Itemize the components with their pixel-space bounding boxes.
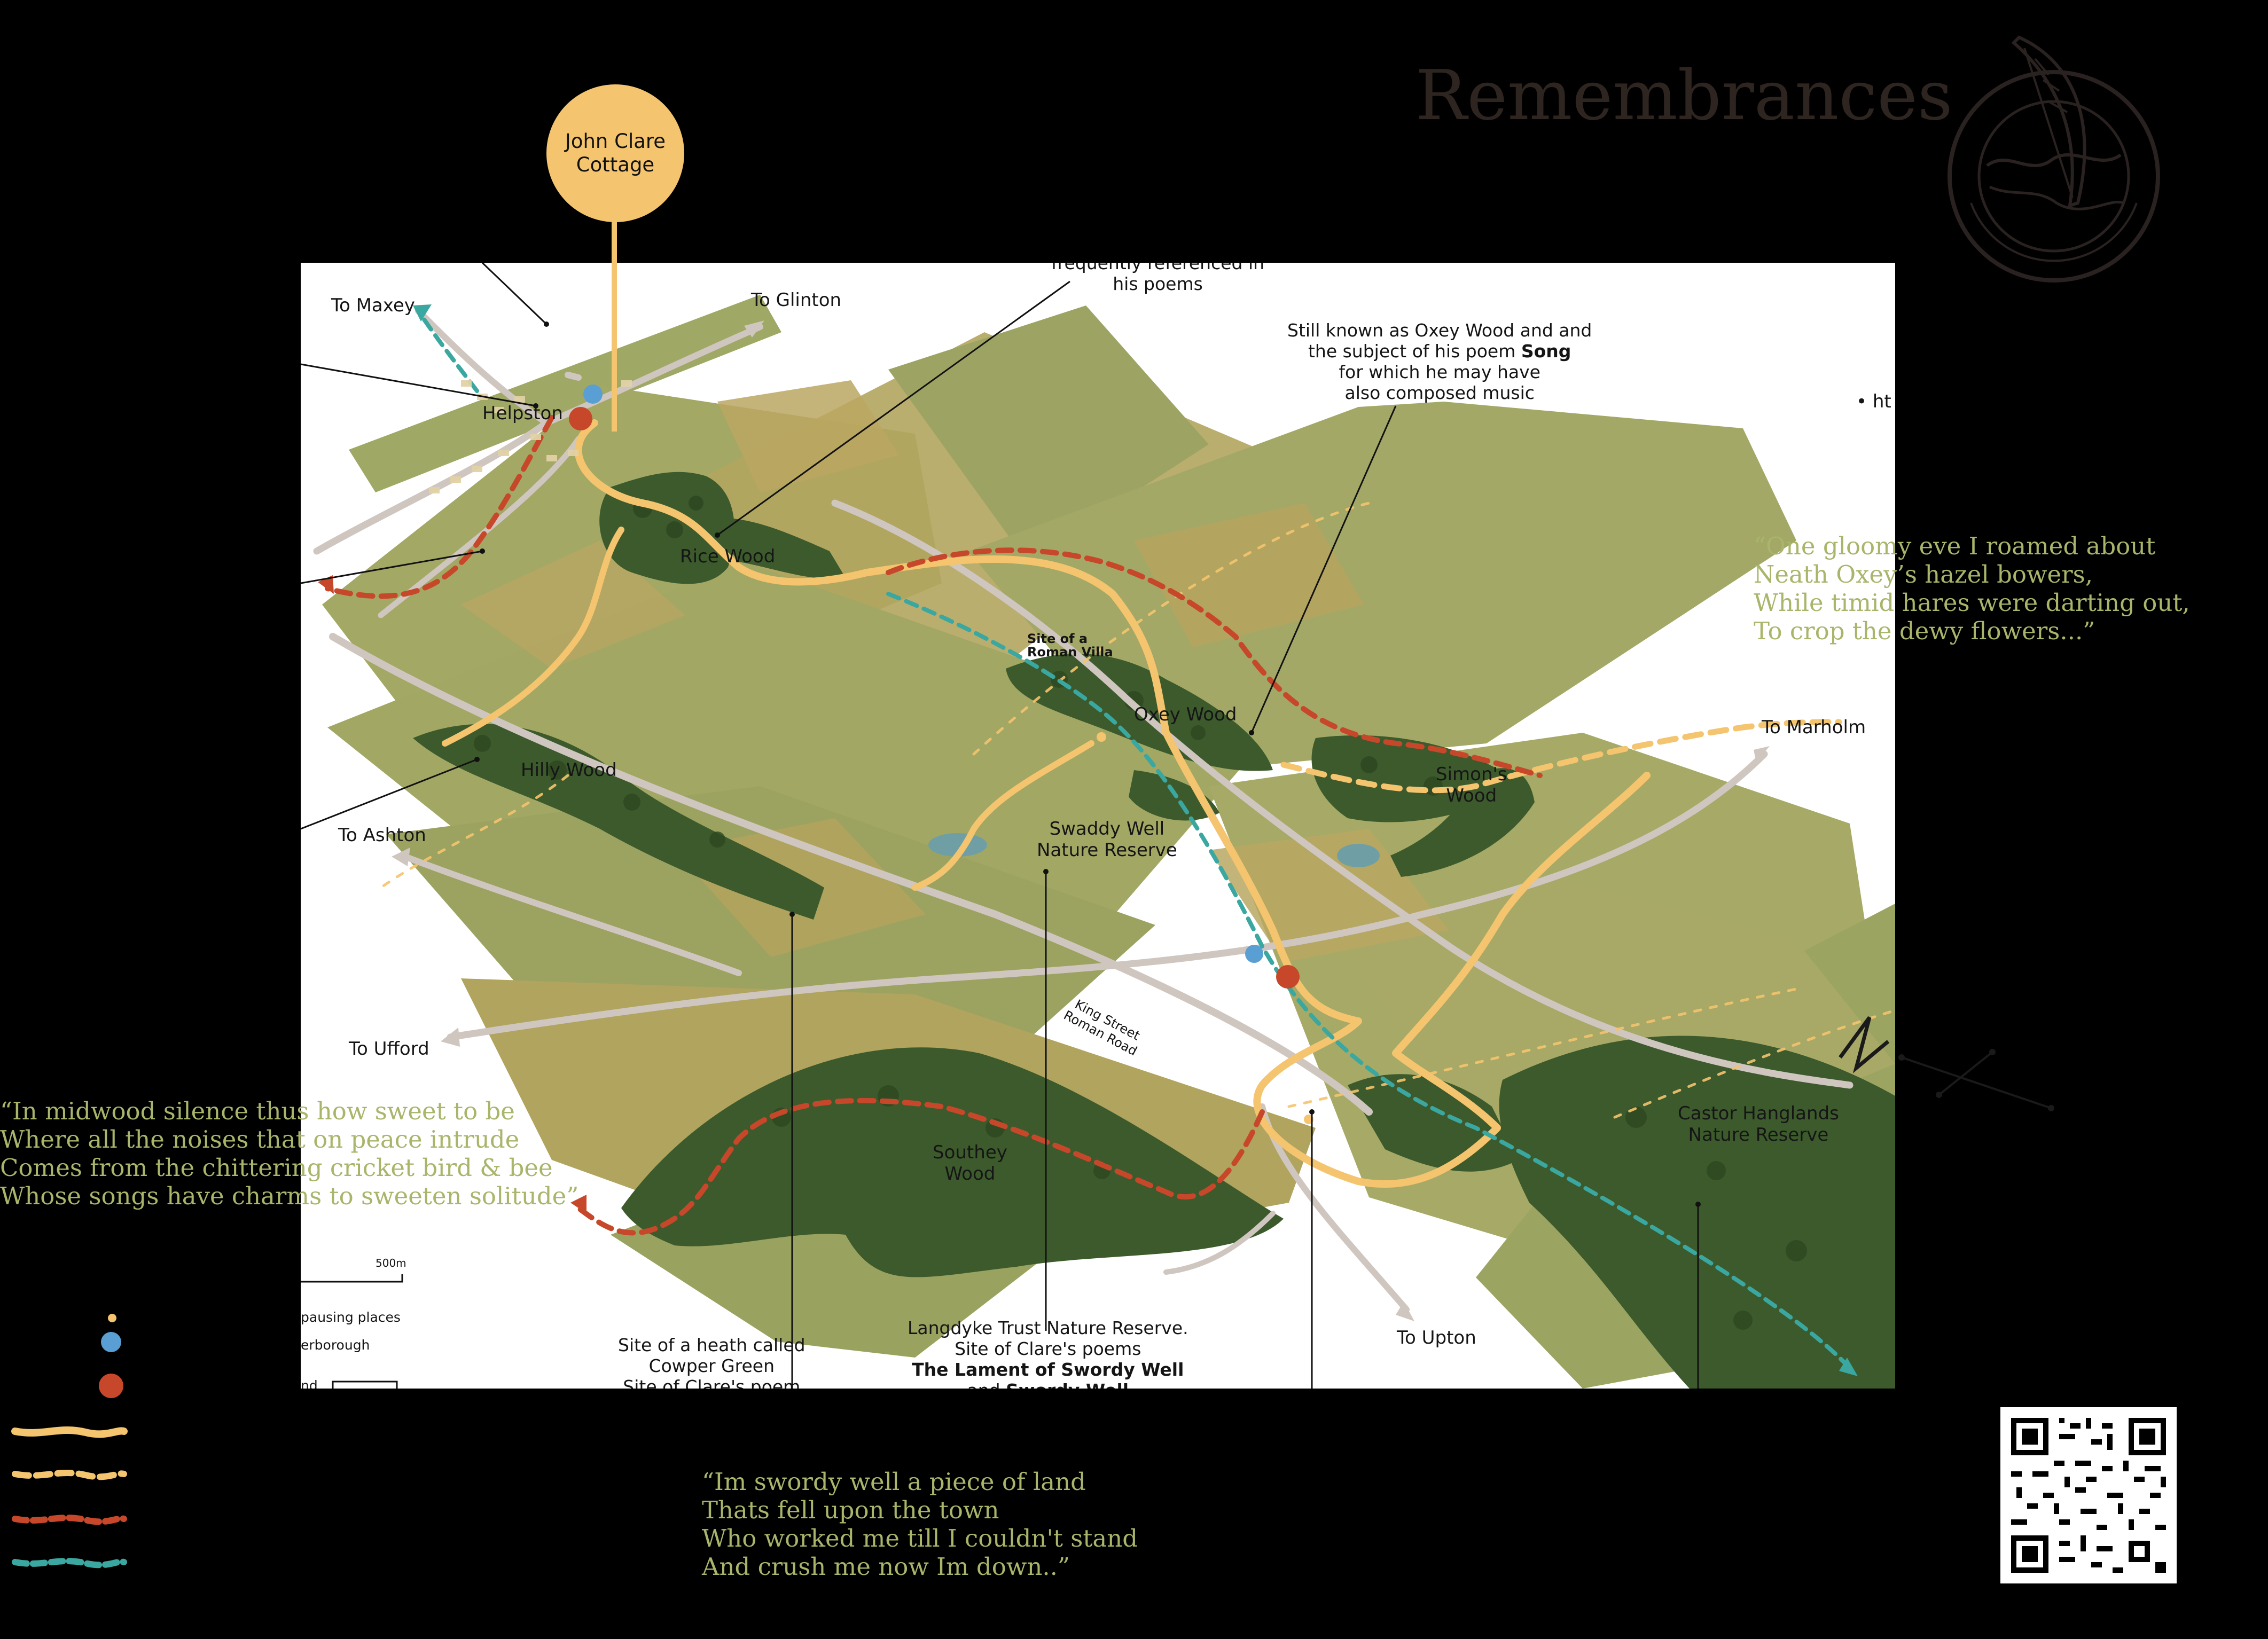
road-to-maxey <box>565 372 582 381</box>
route-pausing <box>1287 987 1798 1108</box>
label-to-maxey: To Maxey <box>331 295 415 316</box>
arrow-to-ufford <box>441 1028 460 1047</box>
route-orange <box>325 415 554 599</box>
parking-helpston <box>569 407 592 430</box>
pond <box>1337 844 1380 867</box>
route-secondary <box>1280 719 1842 794</box>
label-to-glinton: To Glinton <box>751 289 842 311</box>
label-simons-wood: Simon's Wood <box>1436 764 1507 807</box>
annotation-cowper-green: Site of a heath called Cowper Green Site… <box>618 1335 805 1389</box>
john-clare-quill-emblem-icon <box>1948 35 2160 283</box>
route-orange-simon <box>886 547 1543 778</box>
arrow-to-glinton <box>744 320 764 338</box>
map-canvas <box>301 263 1895 1389</box>
bus-stop-swaddy <box>1245 945 1263 963</box>
simons-wood-east <box>1390 768 1535 877</box>
road-upton-west <box>1163 1211 1276 1275</box>
label-hilly-wood: Hilly Wood <box>521 759 617 781</box>
arrow-to-ashton <box>392 848 410 866</box>
field-strip <box>968 402 1796 775</box>
cottage-label-line2: Cottage <box>576 153 655 176</box>
legend-bus-stop-icon <box>101 1332 121 1352</box>
arrow-to-marholm <box>1754 746 1770 762</box>
label-to-marholm: To Marholm <box>1762 717 1866 738</box>
quote-swordy-well: “Im swordy well a piece of land Thats fe… <box>702 1468 1138 1581</box>
arrow-to-maxey <box>413 304 432 321</box>
road-helpston-main <box>415 308 550 426</box>
legend-route-secondary-icon <box>12 1470 127 1480</box>
label-rice-wood: Rice Wood <box>680 546 776 567</box>
road-to-ufford <box>447 750 1768 1041</box>
legend-parking-icon <box>99 1374 123 1398</box>
label-swaddy-well: Swaddy Well Nature Reserve <box>1037 818 1177 861</box>
annotation-langdyke: Langdyke Trust Nature Reserve. Site of C… <box>908 1318 1188 1389</box>
road-helpston-oxey <box>831 499 1853 1089</box>
legend-bus-label: erborough <box>301 1337 370 1353</box>
legend-route-main-icon <box>11 1426 128 1438</box>
legend-cut-label: nd <box>301 1378 318 1389</box>
label-to-upton: To Upton <box>1397 1327 1476 1348</box>
map-panel[interactable]: Helpston Rice Wood Hilly Wood Site of a … <box>301 263 1895 1389</box>
label-roman-villa: Site of a Roman Villa <box>1027 631 1113 660</box>
bus-stop-helpston <box>583 385 603 404</box>
cottage-pin-stem <box>612 218 617 432</box>
road-to-ashton <box>399 852 742 976</box>
label-to-ufford: To Ufford <box>349 1038 429 1060</box>
legend-symbols <box>11 1314 128 1569</box>
hilly-wood <box>413 724 824 920</box>
page-title: Remembrances <box>1415 56 1953 136</box>
scale-bar <box>301 1274 403 1283</box>
label-oxey-wood: Oxey Wood <box>1134 704 1237 725</box>
quote-midwood: “In midwood silence thus how sweet to be… <box>0 1097 579 1210</box>
john-clare-cottage-marker[interactable]: John Clare Cottage <box>546 84 684 222</box>
king-street-roman-road <box>329 633 1373 1116</box>
annotation-oxey-wood: Still known as Oxey Wood and and the sub… <box>1287 320 1592 403</box>
arrow-to-upton <box>1396 1301 1414 1321</box>
pond <box>928 833 987 857</box>
rice-wood-extension <box>707 518 846 579</box>
annotation-rice-wood: frequently referenced in his poems <box>1051 263 1265 294</box>
legend-route-teal-icon <box>12 1558 127 1569</box>
pausing-place <box>1097 732 1106 742</box>
road-helpston-south <box>378 436 582 618</box>
route-orange-southey <box>576 1097 1265 1236</box>
route-teal-north <box>416 309 479 393</box>
qr-code-icon[interactable] <box>2000 1407 2177 1583</box>
label-helpston: Helpston <box>482 403 563 424</box>
southey-wood <box>621 1047 1284 1277</box>
label-castor-hanglands: Castor Hanglands Nature Reserve <box>1678 1103 1839 1146</box>
arrow-orange-southey <box>570 1195 586 1213</box>
north-arrow-icon <box>1839 1016 2054 1111</box>
route-teal <box>886 592 1852 1370</box>
annotation-bullet-cut: • ht <box>1856 391 1891 412</box>
quote-oxey: “One gloomy eve I roamed about Neath Oxe… <box>1754 532 2190 645</box>
legend-pausing-icon <box>108 1314 116 1322</box>
route-main <box>574 419 1651 1188</box>
label-to-ashton: To Ashton <box>338 825 426 846</box>
route-main-west <box>442 527 624 747</box>
label-southey-wood: Southey Wood <box>933 1142 1007 1185</box>
parking-swaddy <box>1276 965 1300 989</box>
legend-route-orange-icon <box>12 1515 127 1525</box>
legend-pausing-label: pausing places <box>301 1309 401 1325</box>
route-swaddy-loop <box>912 740 1094 891</box>
route-pausing <box>1613 1009 1895 1119</box>
scale-label: 500m <box>376 1257 406 1269</box>
field-strip <box>349 295 781 492</box>
arrow-orange-west <box>318 575 334 594</box>
field-strip <box>888 305 1209 562</box>
castor-hanglands <box>1499 1036 1895 1389</box>
cottage-label-line1: John Clare <box>565 129 666 153</box>
arrow-teal-southeast <box>1839 1358 1858 1376</box>
